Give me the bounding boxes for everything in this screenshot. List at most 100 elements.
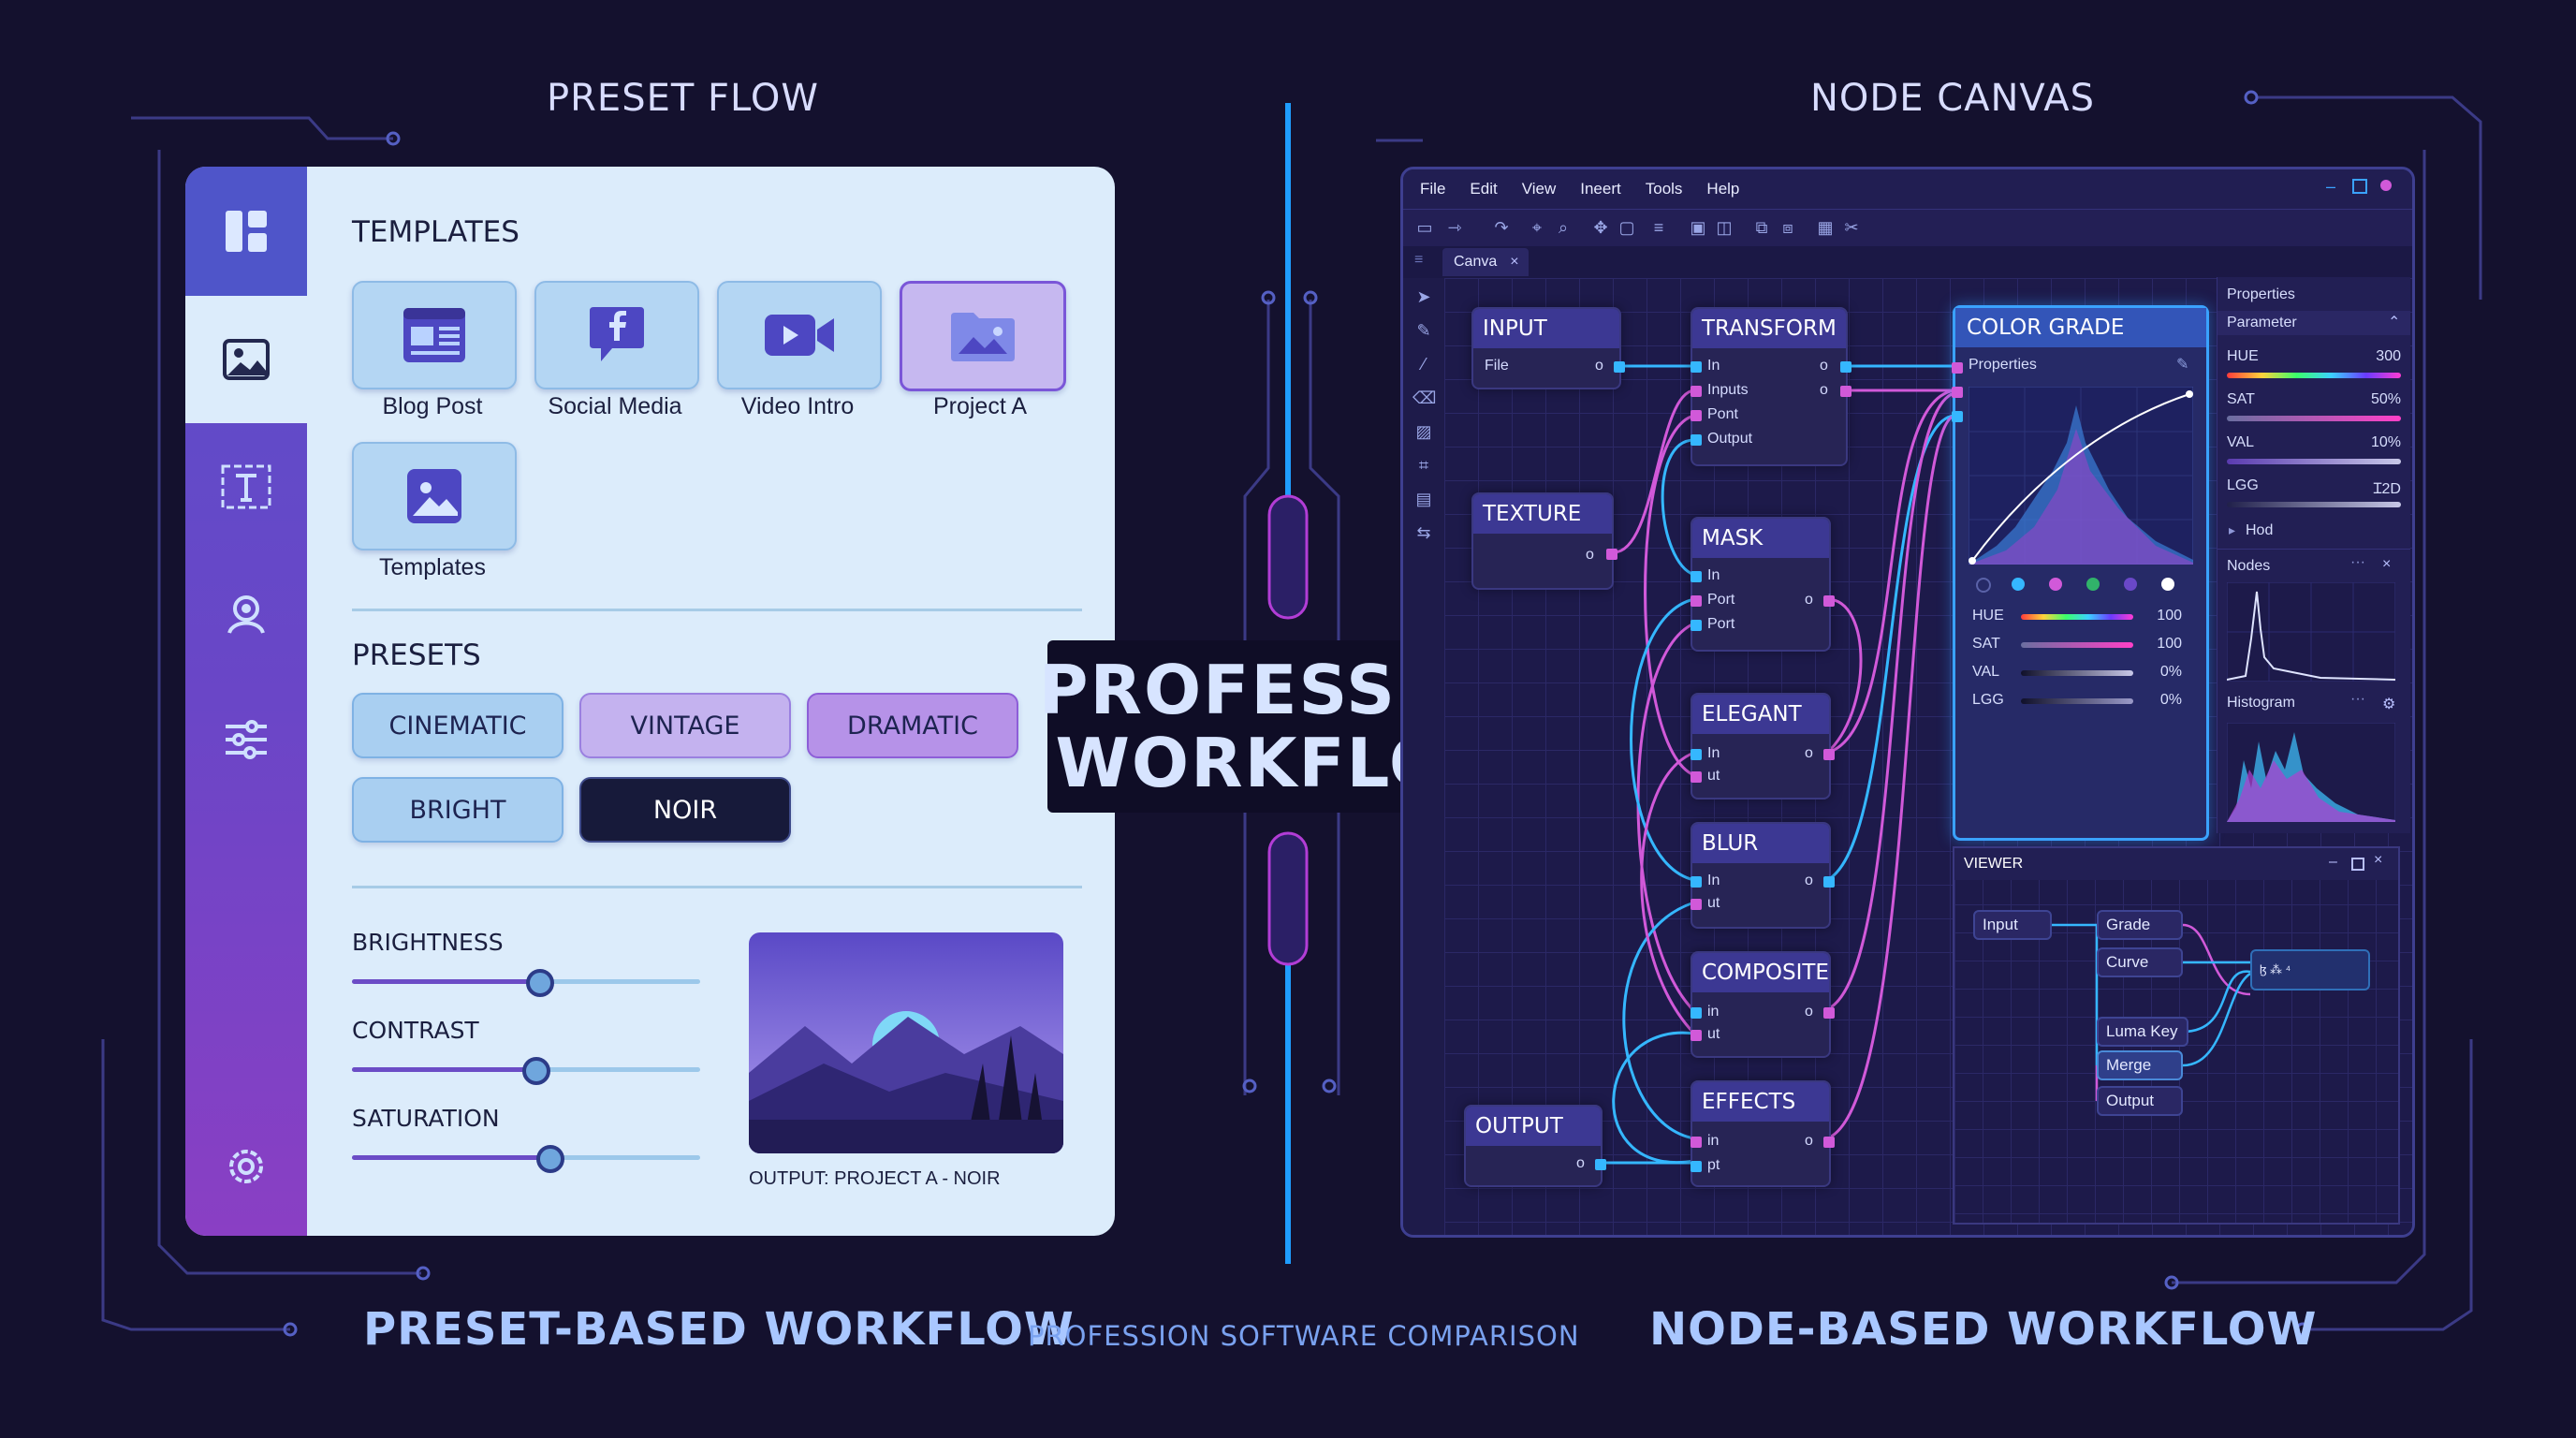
template-social-media[interactable] [534, 281, 699, 389]
template-project-a[interactable] [900, 281, 1066, 391]
input-port[interactable] [1690, 361, 1702, 373]
more-icon[interactable]: ··· [2350, 554, 2365, 570]
viewer-node-luma-key[interactable]: Luma Key [2097, 1017, 2188, 1047]
viewer-node-input[interactable]: Input [1973, 910, 2052, 940]
open-folder-icon[interactable]: ▭ [1416, 218, 1433, 237]
input-port[interactable] [1690, 410, 1702, 421]
input-port[interactable] [1690, 899, 1702, 910]
prop-lgg-bar[interactable] [2227, 502, 2401, 507]
maximize-icon[interactable] [2352, 179, 2367, 194]
saturation-knob[interactable] [536, 1145, 565, 1173]
image-tool-icon[interactable]: ▨ [1415, 422, 1432, 441]
node-mask[interactable]: MASK In Port Port o [1690, 517, 1835, 652]
edit-icon[interactable]: ✎ [2176, 357, 2189, 373]
menu-help[interactable]: Help [1706, 180, 1740, 198]
frame-icon[interactable]: ▣ [1690, 218, 1706, 237]
lgg-bar[interactable] [2021, 698, 2133, 704]
val-bar[interactable] [2021, 670, 2133, 676]
prop-hue-bar[interactable] [2227, 373, 2401, 378]
menu-view[interactable]: View [1521, 180, 1557, 198]
eraser-tool-icon[interactable]: ⌫ [1412, 389, 1437, 407]
redo-icon[interactable]: ↷ [1494, 218, 1509, 237]
input-port[interactable] [1690, 1161, 1702, 1172]
node-composite[interactable]: COMPOSITE in ut o [1690, 951, 1835, 1058]
tab-close-icon[interactable]: × [1510, 254, 1519, 270]
output-port[interactable] [1823, 876, 1835, 888]
preset-noir[interactable]: NOIR [579, 777, 791, 843]
brush-tool-icon[interactable]: ⁄ [1422, 355, 1426, 374]
paste-icon[interactable]: ▢ [1618, 218, 1635, 237]
portrait-icon[interactable] [185, 558, 307, 670]
menu-tools[interactable]: Tools [1645, 180, 1683, 198]
input-port[interactable] [1690, 595, 1702, 607]
viewer-node-output[interactable]: Output [2097, 1086, 2183, 1116]
output-port[interactable] [1823, 1007, 1835, 1019]
close-icon[interactable]: × [2374, 852, 2383, 868]
output-port[interactable] [1823, 1137, 1835, 1148]
channel-dot[interactable] [2124, 578, 2137, 591]
settings-icon[interactable]: ⚙ [2382, 697, 2396, 712]
channel-dot[interactable] [2012, 578, 2025, 591]
hue-bar[interactable] [2021, 614, 2133, 620]
text-icon[interactable] [185, 431, 307, 543]
template-video-intro[interactable] [717, 281, 882, 389]
close-icon[interactable]: × [2382, 556, 2392, 572]
node-color-grade[interactable]: COLOR GRADE Properties ✎ HUE 100 SAT 100… [1952, 305, 2209, 841]
pen-tool-icon[interactable]: ✎ [1416, 321, 1431, 340]
viewer-node-curve[interactable]: Curve [2097, 947, 2183, 977]
export-icon[interactable]: ⇾ [1447, 218, 1462, 237]
dashboard-icon[interactable] [185, 167, 307, 296]
more-icon[interactable]: ··· [2350, 691, 2365, 707]
input-port[interactable] [1690, 386, 1702, 397]
tab-menu-icon[interactable]: ≡ [1414, 252, 1424, 268]
zoom-icon[interactable]: ⌕ [1558, 218, 1569, 237]
move-icon[interactable]: ✥ [1593, 218, 1608, 237]
viewer-node-grade[interactable]: Grade [2097, 910, 2183, 940]
input-port[interactable] [1690, 571, 1702, 582]
input-port[interactable] [1690, 434, 1702, 446]
menu-insert[interactable]: Ineert [1580, 180, 1621, 198]
contrast-knob[interactable] [522, 1057, 551, 1085]
channel-dot[interactable] [2161, 578, 2174, 591]
channel-dot[interactable] [1976, 578, 1991, 593]
align-icon[interactable]: ≡ [1653, 218, 1664, 237]
grid-icon[interactable]: ▦ [1817, 218, 1834, 237]
chevron-up-icon[interactable]: ⌃ [2388, 315, 2401, 330]
maximize-icon[interactable] [2351, 858, 2364, 871]
input-port[interactable] [1690, 1030, 1702, 1041]
channel-dot[interactable] [2049, 578, 2062, 591]
input-port[interactable] [1690, 1137, 1702, 1148]
node-effects[interactable]: EFFECTS in pt o [1690, 1080, 1835, 1187]
preset-cinematic[interactable]: CINEMATIC [352, 693, 564, 758]
sliders-icon[interactable] [185, 683, 307, 796]
menu-edit[interactable]: Edit [1470, 180, 1498, 198]
chevron-right-icon[interactable]: ▸ [2229, 522, 2236, 537]
output-port[interactable] [1595, 1159, 1606, 1170]
gear-icon[interactable] [185, 1110, 307, 1223]
minimize-icon[interactable]: – [2329, 854, 2337, 870]
node-input[interactable]: INPUT File o [1471, 307, 1625, 389]
scissors-icon[interactable]: ✂ [1844, 218, 1859, 237]
node-output[interactable]: OUTPUT o [1464, 1105, 1606, 1187]
preset-bright[interactable]: BRIGHT [352, 777, 564, 843]
split-icon[interactable]: ⧈ [1782, 218, 1793, 237]
template-templates[interactable] [352, 442, 517, 550]
transform-tool-icon[interactable]: ⇆ [1416, 523, 1431, 542]
brightness-knob[interactable] [525, 969, 554, 997]
preset-vintage[interactable]: VINTAGE [579, 693, 791, 758]
tab-canva[interactable]: Canva× [1442, 248, 1529, 276]
prop-sat-bar[interactable] [2227, 416, 2401, 421]
menu-file[interactable]: File [1420, 180, 1446, 198]
node-texture[interactable]: TEXTURE o [1471, 492, 1617, 590]
gallery-tool-icon[interactable]: ▤ [1415, 490, 1432, 508]
output-port[interactable] [1606, 549, 1617, 560]
stack-icon[interactable]: ⧉ [1755, 218, 1768, 237]
input-port[interactable] [1690, 620, 1702, 631]
channel-dot[interactable] [2086, 578, 2100, 591]
parameter-header[interactable]: Parameter ⌃ [2217, 311, 2410, 335]
output-port[interactable] [1614, 361, 1625, 373]
output-port[interactable] [1823, 595, 1835, 607]
crop-tool-icon[interactable]: ⌗ [1418, 456, 1429, 475]
output-port[interactable] [1823, 749, 1835, 760]
node-transform[interactable]: TRANSFORM In Inputs Pont Output o o [1690, 307, 1852, 466]
